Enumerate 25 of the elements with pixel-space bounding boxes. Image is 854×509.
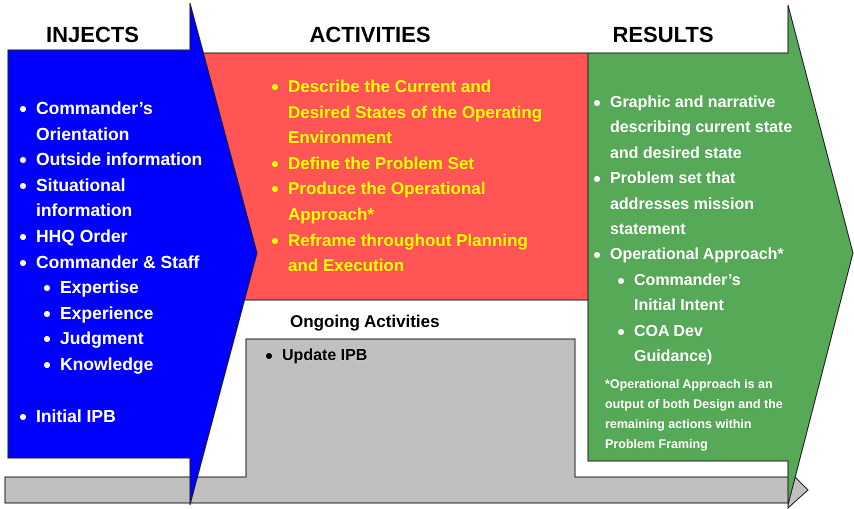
bullet-item: COA Dev Guidance) (634, 322, 712, 366)
bullet-item: Initial IPB (36, 406, 116, 426)
bullet-item: Experience (60, 302, 154, 323)
bullet-item: HHQ Order (36, 226, 128, 246)
bullet-item: Situational information (36, 174, 132, 220)
bullet-item: Graphic and narrative describing current state and desired state (610, 94, 792, 162)
bullet-item: Commander’s Orientation (36, 98, 153, 144)
bullet-item: Outside information (36, 149, 202, 170)
bullet-item: Reframe throughout Planning and Execution (288, 230, 528, 276)
footnote: *Operational Approach is an output of both Design and the remaining actions within Problem Framing (605, 376, 784, 453)
bullet-item: Commander & Staff (36, 252, 200, 272)
heading: Ongoing Activities (290, 311, 441, 333)
bullet-item: Judgment (60, 328, 144, 348)
bullet-item: Commander’s Initial Intent (634, 272, 741, 314)
heading: RESULTS (611, 21, 715, 49)
heading: ACTIVITIES (308, 21, 432, 49)
bullet-item: Update IPB (282, 347, 368, 364)
heading: INJECTS (45, 21, 140, 49)
bullet-item: Describe the Current and Desired States of the Operating Environment (288, 77, 542, 148)
bullet-item: Produce the Operational Approach* (288, 179, 486, 224)
bullet-item: Operational Approach* (610, 246, 784, 264)
bullet-item: Define the Problem Set (288, 154, 474, 173)
bullet-item: Knowledge (60, 354, 154, 374)
bullet-item: Problem set that addresses mission statement (610, 170, 754, 238)
bullet-item: Expertise (60, 277, 139, 298)
